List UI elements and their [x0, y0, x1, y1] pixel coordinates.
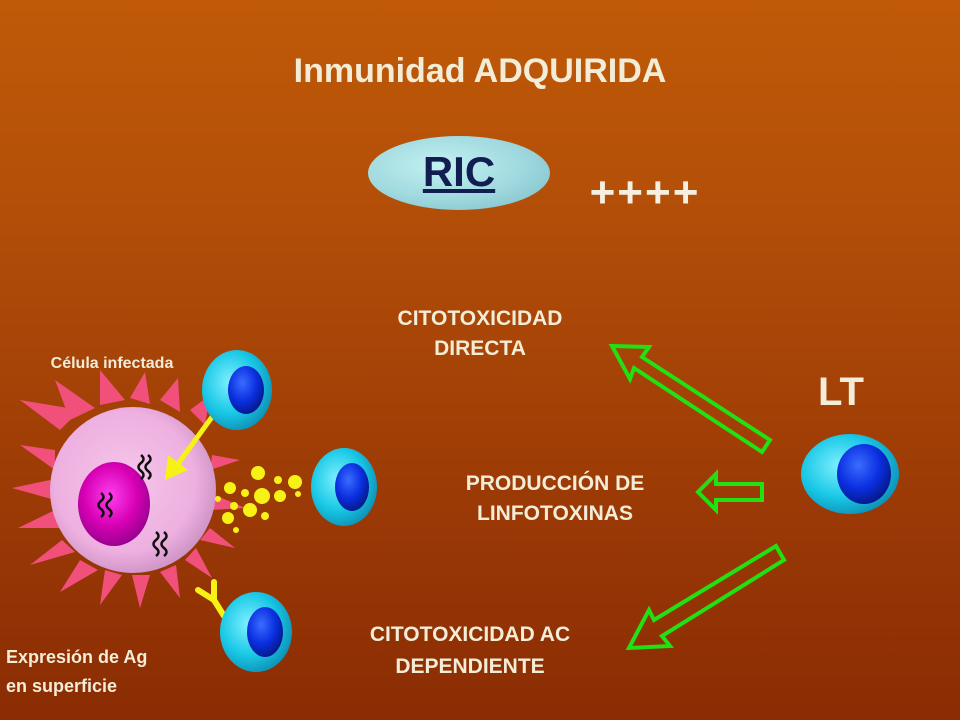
infected-cell-nucleus: [78, 462, 150, 546]
surface-antigen-line1: Expresión de Ag: [6, 647, 148, 667]
arrow-to-adcc: [625, 543, 787, 651]
lt-lymphocyte: [801, 434, 899, 514]
ric-label: RIC: [422, 148, 496, 195]
adcc-line2: DEPENDIENTE: [395, 655, 545, 678]
lymphotoxin-production-label: PRODUCCIÓN DE LINFOTOXINAS: [420, 469, 690, 529]
lymphotoxin-particles: [215, 466, 302, 533]
ric-level: ++++: [589, 168, 701, 217]
adcc-line1: CITOTOXICIDAD AC: [369, 623, 571, 646]
surface-antigen-label: Expresión de Ag en superficie: [6, 643, 147, 701]
lymphocyte-top: [202, 350, 272, 430]
direct-cytotoxicity-label: CITOTOXICIDAD DIRECTA: [350, 304, 610, 364]
lymphotoxin-line2: LINFOTOXINAS: [477, 502, 633, 525]
arrow-to-direct-cytotoxicity: [608, 343, 773, 455]
lymphocyte-bottom: [220, 592, 292, 672]
surface-antigen-line2: en superficie: [6, 676, 118, 696]
arrow-to-lymphotoxins: [695, 469, 764, 515]
adcc-label: CITOTOXICIDAD AC DEPENDIENTE: [320, 619, 620, 683]
direct-cytotoxicity-line2: DIRECTA: [434, 337, 526, 360]
antibody-y: [195, 579, 227, 619]
infected-cell-label: Célula infectada: [50, 355, 174, 372]
direct-attack-arrow: [165, 415, 215, 480]
infected-cell-spikes: [12, 370, 245, 608]
direct-cytotoxicity-line1: CITOTOXICIDAD: [397, 307, 563, 330]
virus-squiggles: [97, 454, 168, 557]
slide-title: Inmunidad ADQUIRIDA: [293, 52, 667, 90]
ric-badge: [368, 136, 550, 210]
lymphocyte-middle: [311, 448, 377, 526]
lymphotoxin-line1: PRODUCCIÓN DE: [465, 472, 645, 495]
lt-label: LT: [818, 370, 864, 414]
